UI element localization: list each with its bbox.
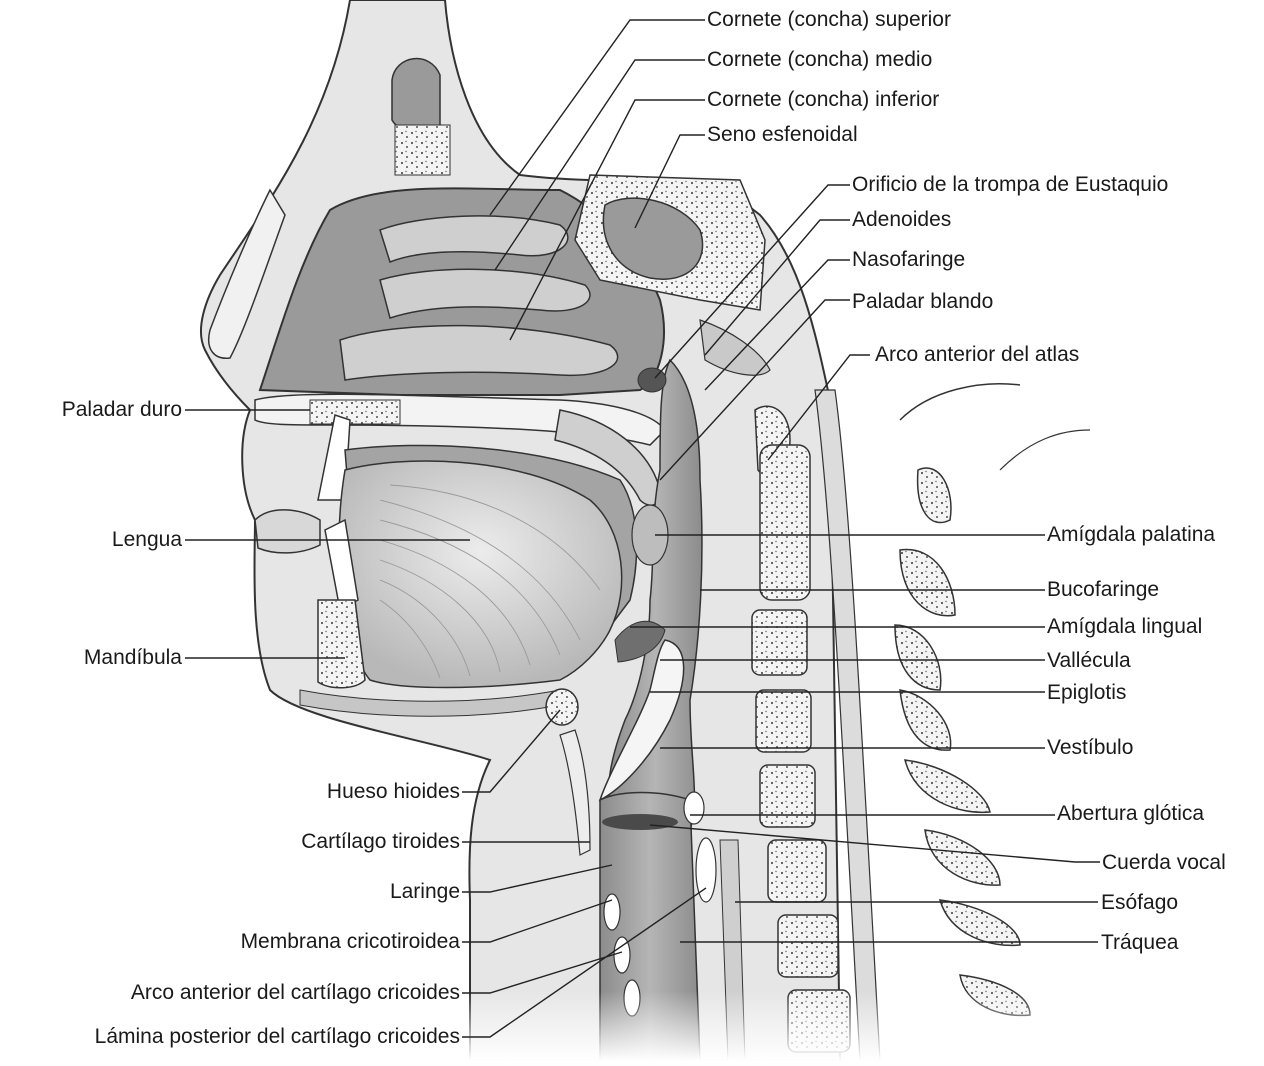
tongue (339, 461, 622, 687)
label-paladar-duro: Paladar duro (62, 398, 182, 422)
label-seno-esfenoidal: Seno esfenoidal (707, 123, 858, 147)
label-cuerda-vocal: Cuerda vocal (1102, 851, 1226, 875)
label-traquea: Tráquea (1101, 931, 1178, 955)
label-nasofaringe: Nasofaringe (852, 248, 965, 272)
eustachian-orifice (638, 368, 666, 392)
hyoid-bone (546, 689, 578, 725)
lower-lip (255, 510, 320, 553)
label-cartilago-tiroides: Cartílago tiroides (301, 830, 460, 854)
label-epiglotis: Epiglotis (1047, 681, 1126, 705)
label-esofago: Esófago (1101, 891, 1178, 915)
label-cornete-medio: Cornete (concha) medio (707, 48, 932, 72)
label-paladar-blando: Paladar blando (852, 290, 993, 314)
label-arco-anterior-atlas: Arco anterior del atlas (875, 343, 1079, 367)
label-adenoides: Adenoides (852, 208, 951, 232)
label-mandibula: Mandíbula (84, 646, 182, 670)
label-lengua: Lengua (112, 528, 182, 552)
frontal-sinus (392, 59, 440, 132)
label-cornete-inferior: Cornete (concha) inferior (707, 88, 939, 112)
label-bucofaringe: Bucofaringe (1047, 578, 1159, 602)
label-abertura-glotica: Abertura glótica (1057, 802, 1204, 826)
label-vallecula: Vallécula (1047, 649, 1131, 673)
label-membrana-cricotiroidea: Membrana cricotiroidea (241, 930, 460, 954)
label-arco-anterior-cricoides: Arco anterior del cartílago cricoides (131, 981, 460, 1005)
label-amigdala-palatina: Amígdala palatina (1047, 523, 1215, 547)
label-hueso-hioides: Hueso hioides (327, 780, 460, 804)
label-vestibulo: Vestíbulo (1047, 736, 1133, 760)
label-laringe: Laringe (390, 880, 460, 904)
label-amigdala-lingual: Amígdala lingual (1047, 615, 1202, 639)
label-lamina-posterior-cricoides: Lámina posterior del cartílago cricoides (95, 1025, 460, 1049)
label-cornete-superior: Cornete (concha) superior (707, 8, 951, 32)
label-orificio-trompa: Orificio de la trompa de Eustaquio (852, 173, 1168, 197)
